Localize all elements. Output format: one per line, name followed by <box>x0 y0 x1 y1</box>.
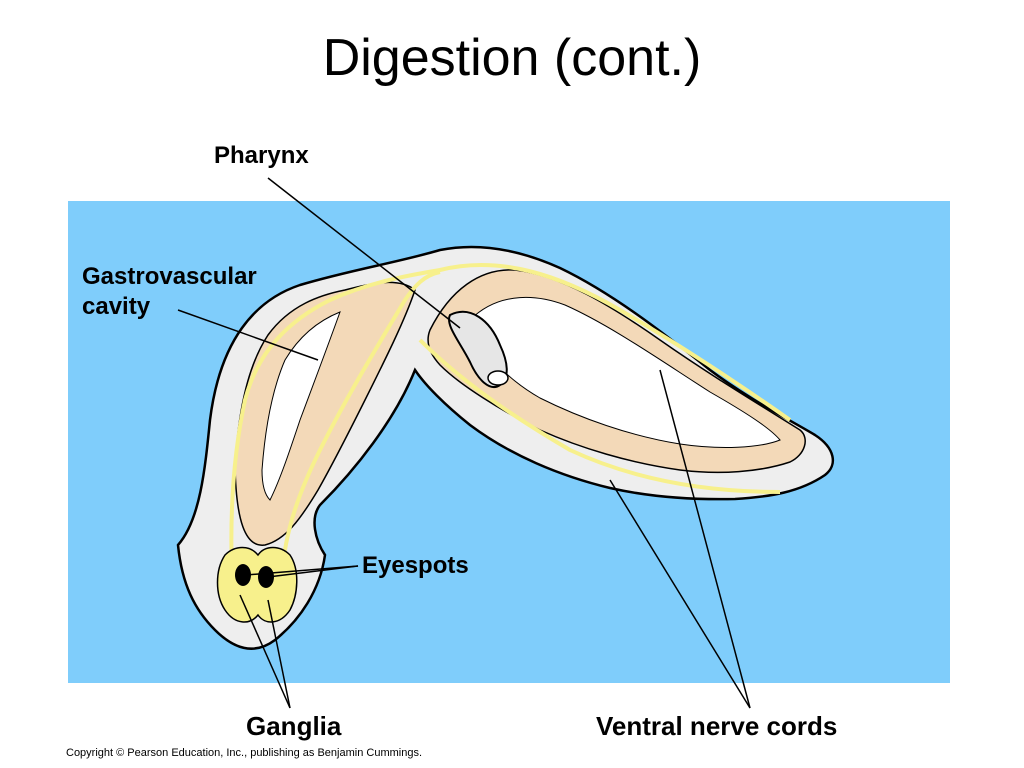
pharynx-opening <box>487 370 509 386</box>
gut-anterior-branch <box>234 281 416 546</box>
ganglia-leader-left <box>239 594 291 709</box>
eyespots-leader-right <box>267 565 359 578</box>
pharynx-leader <box>267 177 461 329</box>
gut-lumen-anterior <box>261 311 341 501</box>
pharynx-label: Pharynx <box>214 142 309 169</box>
ventral-nerve-cord-2 <box>280 270 441 576</box>
gastrovascular-label-line2: cavity <box>82 293 151 320</box>
eyespot-left <box>235 564 251 586</box>
eyespot-right <box>258 566 274 588</box>
ganglia <box>216 546 298 623</box>
ganglia-leader-right <box>267 599 291 709</box>
ventral-leader-left <box>609 479 751 709</box>
gastrovascular-leader <box>177 309 319 361</box>
copyright-notice: Copyright © Pearson Education, Inc., pub… <box>66 747 423 759</box>
leader-lines <box>177 177 751 709</box>
gastrovascular-cavity-label: Gastrovascular cavity <box>82 262 257 322</box>
ventral-nerve-cord-1 <box>229 262 792 576</box>
ventral-leader-right <box>659 369 751 709</box>
ganglia-label: Ganglia <box>246 711 342 741</box>
slide-title: Digestion (cont.) <box>322 29 702 87</box>
gastrovascular-label-line1: Gastrovascular <box>82 263 257 290</box>
gut-lumen-posterior <box>469 296 781 448</box>
eyespots-label: Eyespots <box>362 552 469 579</box>
ventral-nerve-cords-label: Ventral nerve cords <box>596 711 838 741</box>
eyespots-leader-left <box>245 565 359 576</box>
ventral-nerve-cord-3 <box>418 338 781 494</box>
